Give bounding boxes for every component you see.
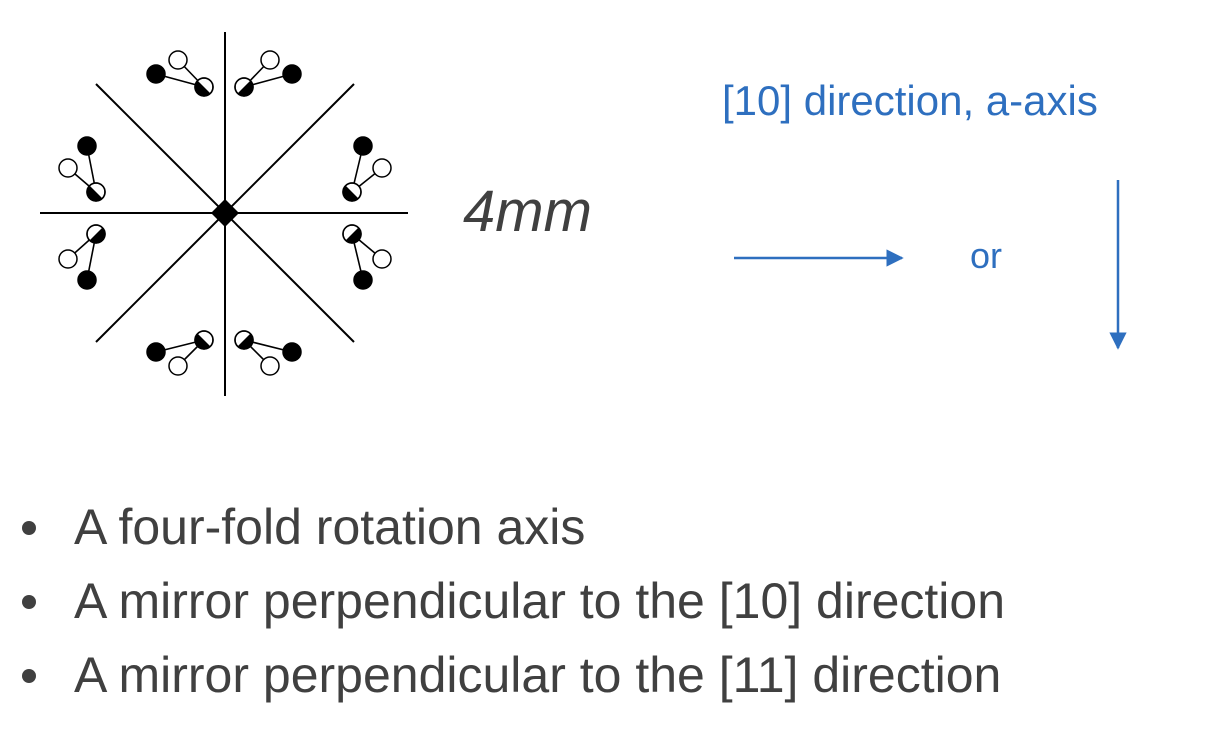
point-group-label: 4mm [463, 179, 592, 244]
direction-label: [10] direction, a-axis [722, 77, 1098, 124]
open-atom-icon [58, 249, 78, 269]
filled-atom-icon [353, 136, 373, 156]
bullet-item: A mirror perpendicular to the [11] direc… [0, 638, 1220, 712]
half-filled-atom-icon [234, 330, 254, 350]
motif-group [234, 50, 302, 97]
half-filled-atom-icon [194, 330, 214, 350]
bullet-item: A mirror perpendicular to the [10] direc… [0, 564, 1220, 638]
bullet-dot-icon [22, 521, 36, 535]
filled-atom-icon [282, 342, 302, 362]
bullet-dot-icon [22, 595, 36, 609]
motif-group [58, 224, 106, 290]
filled-atom-icon [146, 64, 166, 84]
open-atom-icon [372, 158, 392, 178]
or-label: or [970, 235, 1003, 276]
bullet-dot-icon [22, 669, 36, 683]
motif-group [58, 136, 106, 202]
filled-atom-icon [77, 136, 97, 156]
diamond-fourfold-axis-icon [211, 199, 239, 227]
bullet-list: A four-fold rotation axis A mirror perpe… [0, 490, 1220, 712]
open-atom-icon [260, 356, 280, 376]
symmetry-diagram [40, 32, 1127, 396]
motif-group [146, 330, 214, 376]
open-atom-icon [58, 158, 78, 178]
half-filled-atom-icon [86, 182, 106, 202]
filled-atom-icon [353, 270, 373, 290]
motif-group [342, 224, 392, 290]
half-filled-atom-icon [234, 77, 254, 97]
half-filled-atom-icon [342, 182, 362, 202]
motif-groups [58, 50, 392, 376]
half-filled-atom-icon [342, 224, 362, 244]
filled-atom-icon [146, 342, 166, 362]
motif-group [234, 330, 302, 376]
half-filled-atom-icon [86, 224, 106, 244]
half-filled-atom-icon [194, 77, 214, 97]
filled-atom-icon [282, 64, 302, 84]
open-atom-icon [372, 249, 392, 269]
open-atom-icon [168, 50, 188, 70]
filled-atom-icon [77, 270, 97, 290]
open-atom-icon [168, 356, 188, 376]
open-atom-icon [260, 50, 280, 70]
motif-group [342, 136, 392, 202]
motif-group [146, 50, 214, 97]
bullet-item: A four-fold rotation axis [0, 490, 1220, 564]
